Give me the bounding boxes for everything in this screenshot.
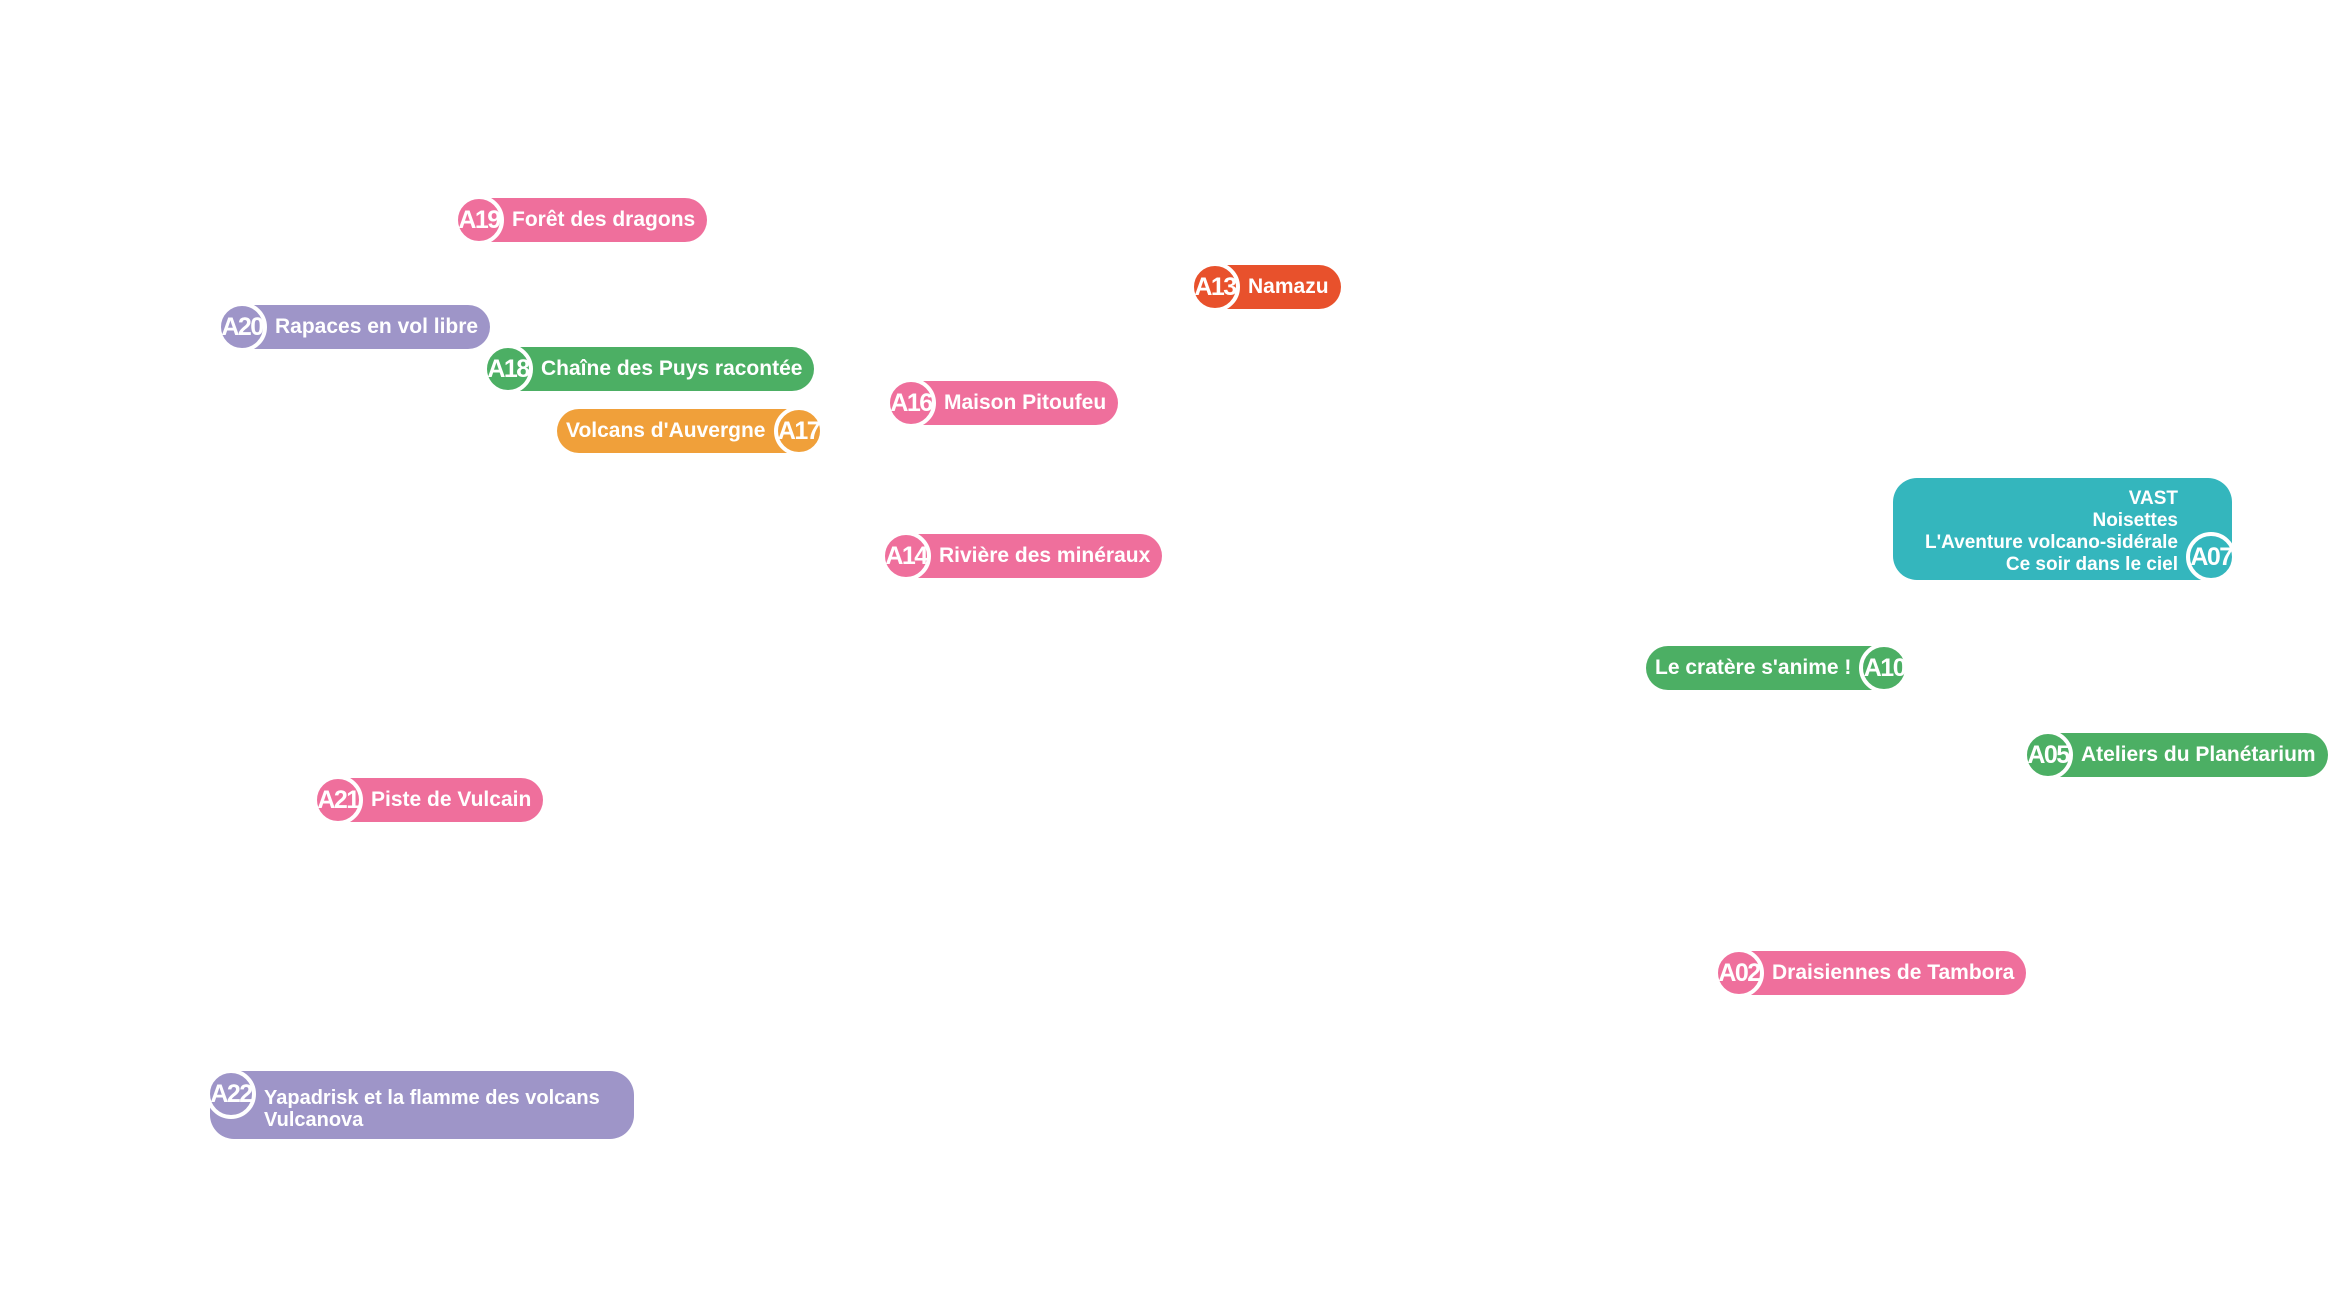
map-pin-a17[interactable]: Volcans d'Auvergne A17 <box>557 406 824 456</box>
pin-label-a13: Namazu <box>1248 275 1329 298</box>
map-pin-a07[interactable]: VAST Noisettes L'Aventure volcano-sidéra… <box>1893 476 2236 582</box>
pin-label-a10: Le cratère s'anime ! <box>1655 656 1852 679</box>
pin-badge-a20: A20 <box>217 302 267 352</box>
pin-line-vast: VAST <box>2128 488 2178 509</box>
pin-label-a18: Chaîne des Puys racontée <box>541 357 803 380</box>
pin-badge-a14: A14 <box>881 531 931 581</box>
pin-badge-a13: A13 <box>1190 262 1240 312</box>
pin-label-a19: Forêt des dragons <box>512 208 696 231</box>
pin-line-noisettes: Noisettes <box>2092 510 2178 531</box>
pin-badge-a21: A21 <box>313 775 363 825</box>
pin-line-yapadrisk: Yapadrisk et la flamme des volcans <box>264 1087 600 1109</box>
pin-line-ce-soir: Ce soir dans le ciel <box>2005 554 2178 575</box>
pin-badge-a10: A10 <box>1859 643 1910 693</box>
pin-badge-a02: A02 <box>1714 948 1764 998</box>
map-pin-a10[interactable]: Le cratère s'anime ! A10 <box>1646 643 1910 693</box>
map-pin-a16[interactable]: A16 Maison Pitoufeu <box>886 378 1119 428</box>
pin-label-a16: Maison Pitoufeu <box>944 391 1107 414</box>
map-pin-a21[interactable]: A21 Piste de Vulcain <box>313 775 544 825</box>
map-pin-a13[interactable]: A13 Namazu <box>1190 262 1341 312</box>
map-pin-a18[interactable]: A18 Chaîne des Puys racontée <box>483 344 815 394</box>
pin-label-a22: Yapadrisk et la flamme des volcans Vulca… <box>264 1075 600 1135</box>
pin-line-vulcanova: Vulcanova <box>264 1109 364 1131</box>
map-pin-a02[interactable]: A02 Draisiennes de Tambora <box>1714 948 2027 998</box>
pin-badge-a18: A18 <box>483 344 533 394</box>
pin-label-a21: Piste de Vulcain <box>371 788 532 811</box>
map-pin-a22[interactable]: A22 Yapadrisk et la flamme des volcans V… <box>206 1069 634 1139</box>
pin-badge-a17: A17 <box>773 406 824 456</box>
map-pin-a20[interactable]: A20 Rapaces en vol libre <box>217 302 491 352</box>
pin-label-a14: Rivière des minéraux <box>939 544 1151 567</box>
pin-label-a05: Ateliers du Planétarium <box>2081 743 2316 766</box>
pin-badge-a16: A16 <box>886 378 936 428</box>
pin-badge-a07: A07 <box>2186 532 2236 582</box>
pin-badge-a05: A05 <box>2023 730 2073 780</box>
pin-label-a17: Volcans d'Auvergne <box>566 419 766 442</box>
pin-label-a20: Rapaces en vol libre <box>275 315 479 338</box>
pin-label-a07: VAST Noisettes L'Aventure volcano-sidéra… <box>1917 476 2178 580</box>
map-pin-a05[interactable]: A05 Ateliers du Planétarium <box>2023 730 2328 780</box>
pin-line-aventure: L'Aventure volcano-sidérale <box>1924 532 2178 553</box>
pin-badge-a22: A22 <box>206 1069 256 1119</box>
map-pin-a19[interactable]: A19 Forêt des dragons <box>454 195 708 245</box>
pin-label-a02: Draisiennes de Tambora <box>1772 961 2015 984</box>
map-pin-a14[interactable]: A14 Rivière des minéraux <box>881 531 1163 581</box>
pin-badge-a19: A19 <box>454 195 504 245</box>
